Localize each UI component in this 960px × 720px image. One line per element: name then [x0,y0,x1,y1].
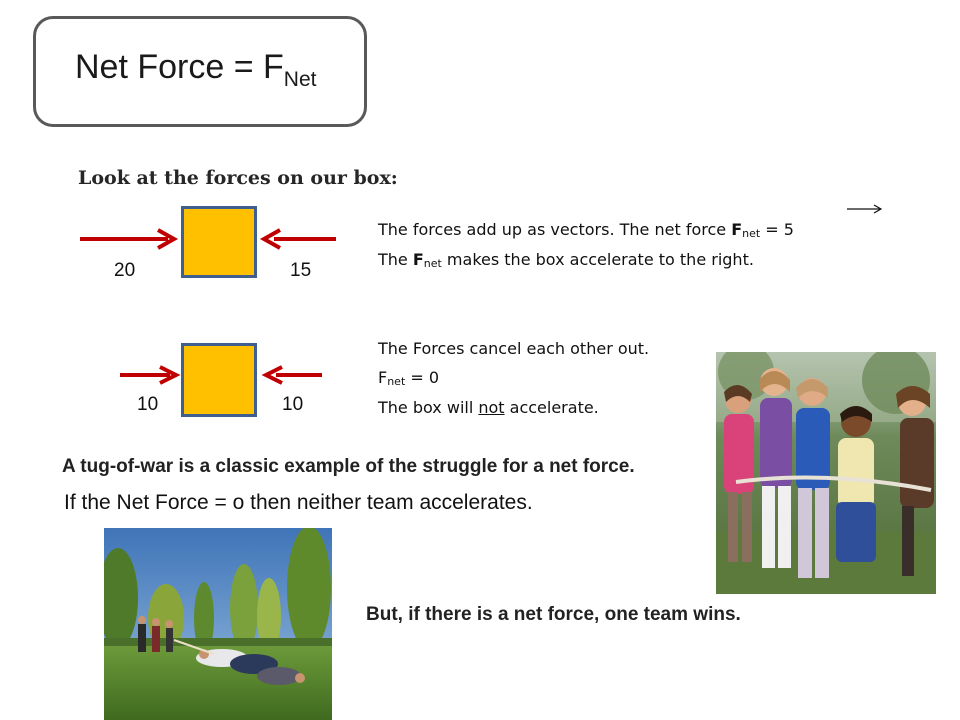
force-right-value: 10 [282,394,304,415]
arrow-right-icon [80,228,179,250]
net-force-wins-text: But, if there is a net force, one team w… [366,604,741,625]
force-left-value: 20 [114,260,136,281]
fnet-symbol: F [378,368,388,387]
vector-arrow-icon [847,204,883,214]
explanation2-line2: Fnet = 0 [378,368,439,389]
title-main: Net Force = F [75,48,284,86]
title-subscript: Net [283,68,317,91]
fnet-value: = 5 [760,220,794,239]
forces-heading: Look at the forces on our box: [78,167,398,189]
fnet-subscript: net [742,227,761,240]
explanation1-line2: The Fnet makes the box accelerate to the… [378,250,754,271]
tug-of-war-heading: A tug-of-war is a classic example of the… [62,456,635,477]
explanation2-line3: The box will not accelerate. [378,398,599,417]
title-box [33,16,367,127]
fnet-symbol: F [412,250,424,269]
diagram2-arrows [120,365,322,385]
arrow-right-icon [120,365,181,385]
explanation1-line2-suffix: makes the box accelerate to the right. [441,250,754,269]
fnet-value: = 0 [405,368,440,387]
box-diagram2 [181,343,257,417]
arrow-left-icon [259,228,336,250]
children-tug-of-war-photo [716,352,936,594]
fnet-symbol: F [731,220,743,239]
explanation2-line1: The Forces cancel each other out. [378,339,650,358]
zero-net-force-text: If the Net Force = o then neither team a… [64,491,533,514]
explanation2-line3-prefix: The box will [378,398,479,417]
slide-title: Net Force = FNet [75,48,316,91]
box-diagram1 [181,206,257,278]
explanation1-line2-prefix: The [378,250,413,269]
arrow-left-icon [261,365,322,385]
force-left-value: 10 [137,394,159,415]
fnet-subscript: net [423,257,442,270]
park-tug-of-war-photo [104,528,332,720]
explanation2-line3-suffix: accelerate. [504,398,599,417]
not-underlined: not [478,398,505,417]
explanation1-line1: The forces add up as vectors. The net fo… [378,220,794,241]
explanation1-line1-text: The forces add up as vectors. The net fo… [378,220,732,239]
force-right-value: 15 [290,260,312,281]
fnet-subscript: net [387,375,406,388]
diagram1-arrows [80,228,336,250]
